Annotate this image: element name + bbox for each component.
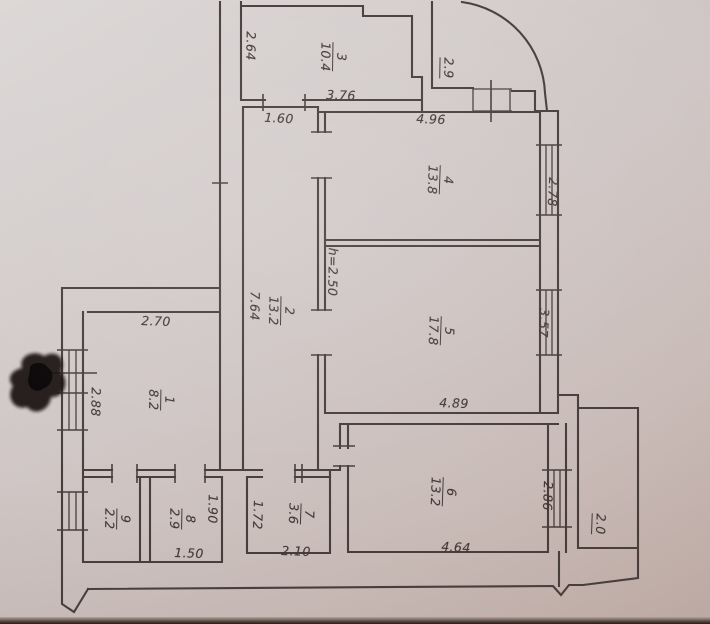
dimension-label-2.64: 2.64 (243, 31, 259, 61)
room-area: 2.9 (167, 508, 183, 530)
dimension-label-1.72: 1.72 (249, 500, 267, 530)
dimension-label-4.64: 4.64 (440, 538, 472, 556)
dimension-label-2.70: 2.70 (141, 312, 171, 330)
photo-bottom-edge (0, 617, 710, 624)
walls (60, 0, 640, 614)
room-number: 9 (118, 514, 134, 524)
dimension-label-7.64: 7.64 (247, 291, 263, 321)
room-number: 2 (282, 306, 298, 316)
dimension-label-1.90: 1.90 (205, 494, 221, 524)
dimension-label-1.60: 1.60 (263, 109, 295, 127)
door-and-dimension-ticks (52, 80, 572, 531)
room-area: 10.4 (318, 42, 334, 72)
room-number: 8 (183, 514, 199, 524)
room-area: 8.2 (146, 389, 162, 411)
room-area: 2.2 (102, 508, 118, 530)
dimension-label-4.89: 4.89 (439, 394, 469, 412)
dimension-label-1.50: 1.50 (174, 544, 204, 562)
balcony-area-label: 2.0 (591, 511, 609, 537)
room-number: 3 (334, 52, 350, 62)
room-number: 6 (444, 487, 460, 497)
room-area: 13.2 (266, 296, 282, 326)
dimension-label-3.57: 3.57 (535, 307, 553, 339)
dimension-label-3.76: 3.76 (326, 86, 356, 104)
room-area: 17.8 (425, 315, 443, 346)
curved-wall-arc (460, 0, 549, 113)
room-number: 4 (441, 175, 457, 185)
room-number: 7 (302, 509, 318, 519)
room-number: 1 (162, 395, 178, 405)
dimension-label-2.78: 2.78 (544, 176, 562, 208)
room-number: 5 (442, 326, 458, 336)
ink-blot (9, 353, 66, 412)
dimension-label-h=2.50: h=2.50 (325, 247, 341, 297)
dimension-label-2.10: 2.10 (281, 542, 311, 560)
room-area: 3.6 (286, 502, 302, 525)
dimension-label-2.86: 2.86 (539, 481, 557, 511)
window-glazing (68, 88, 561, 530)
room-area: 13.8 (424, 164, 442, 195)
dimension-label-2.88: 2.88 (88, 387, 104, 417)
balcony-area-label: 2.9 (439, 55, 457, 80)
room-area: 13.2 (427, 476, 445, 507)
dimension-label-4.96: 4.96 (416, 110, 446, 128)
balcony-area: 2.9 (441, 57, 457, 79)
balcony-area: 2.0 (593, 513, 609, 535)
